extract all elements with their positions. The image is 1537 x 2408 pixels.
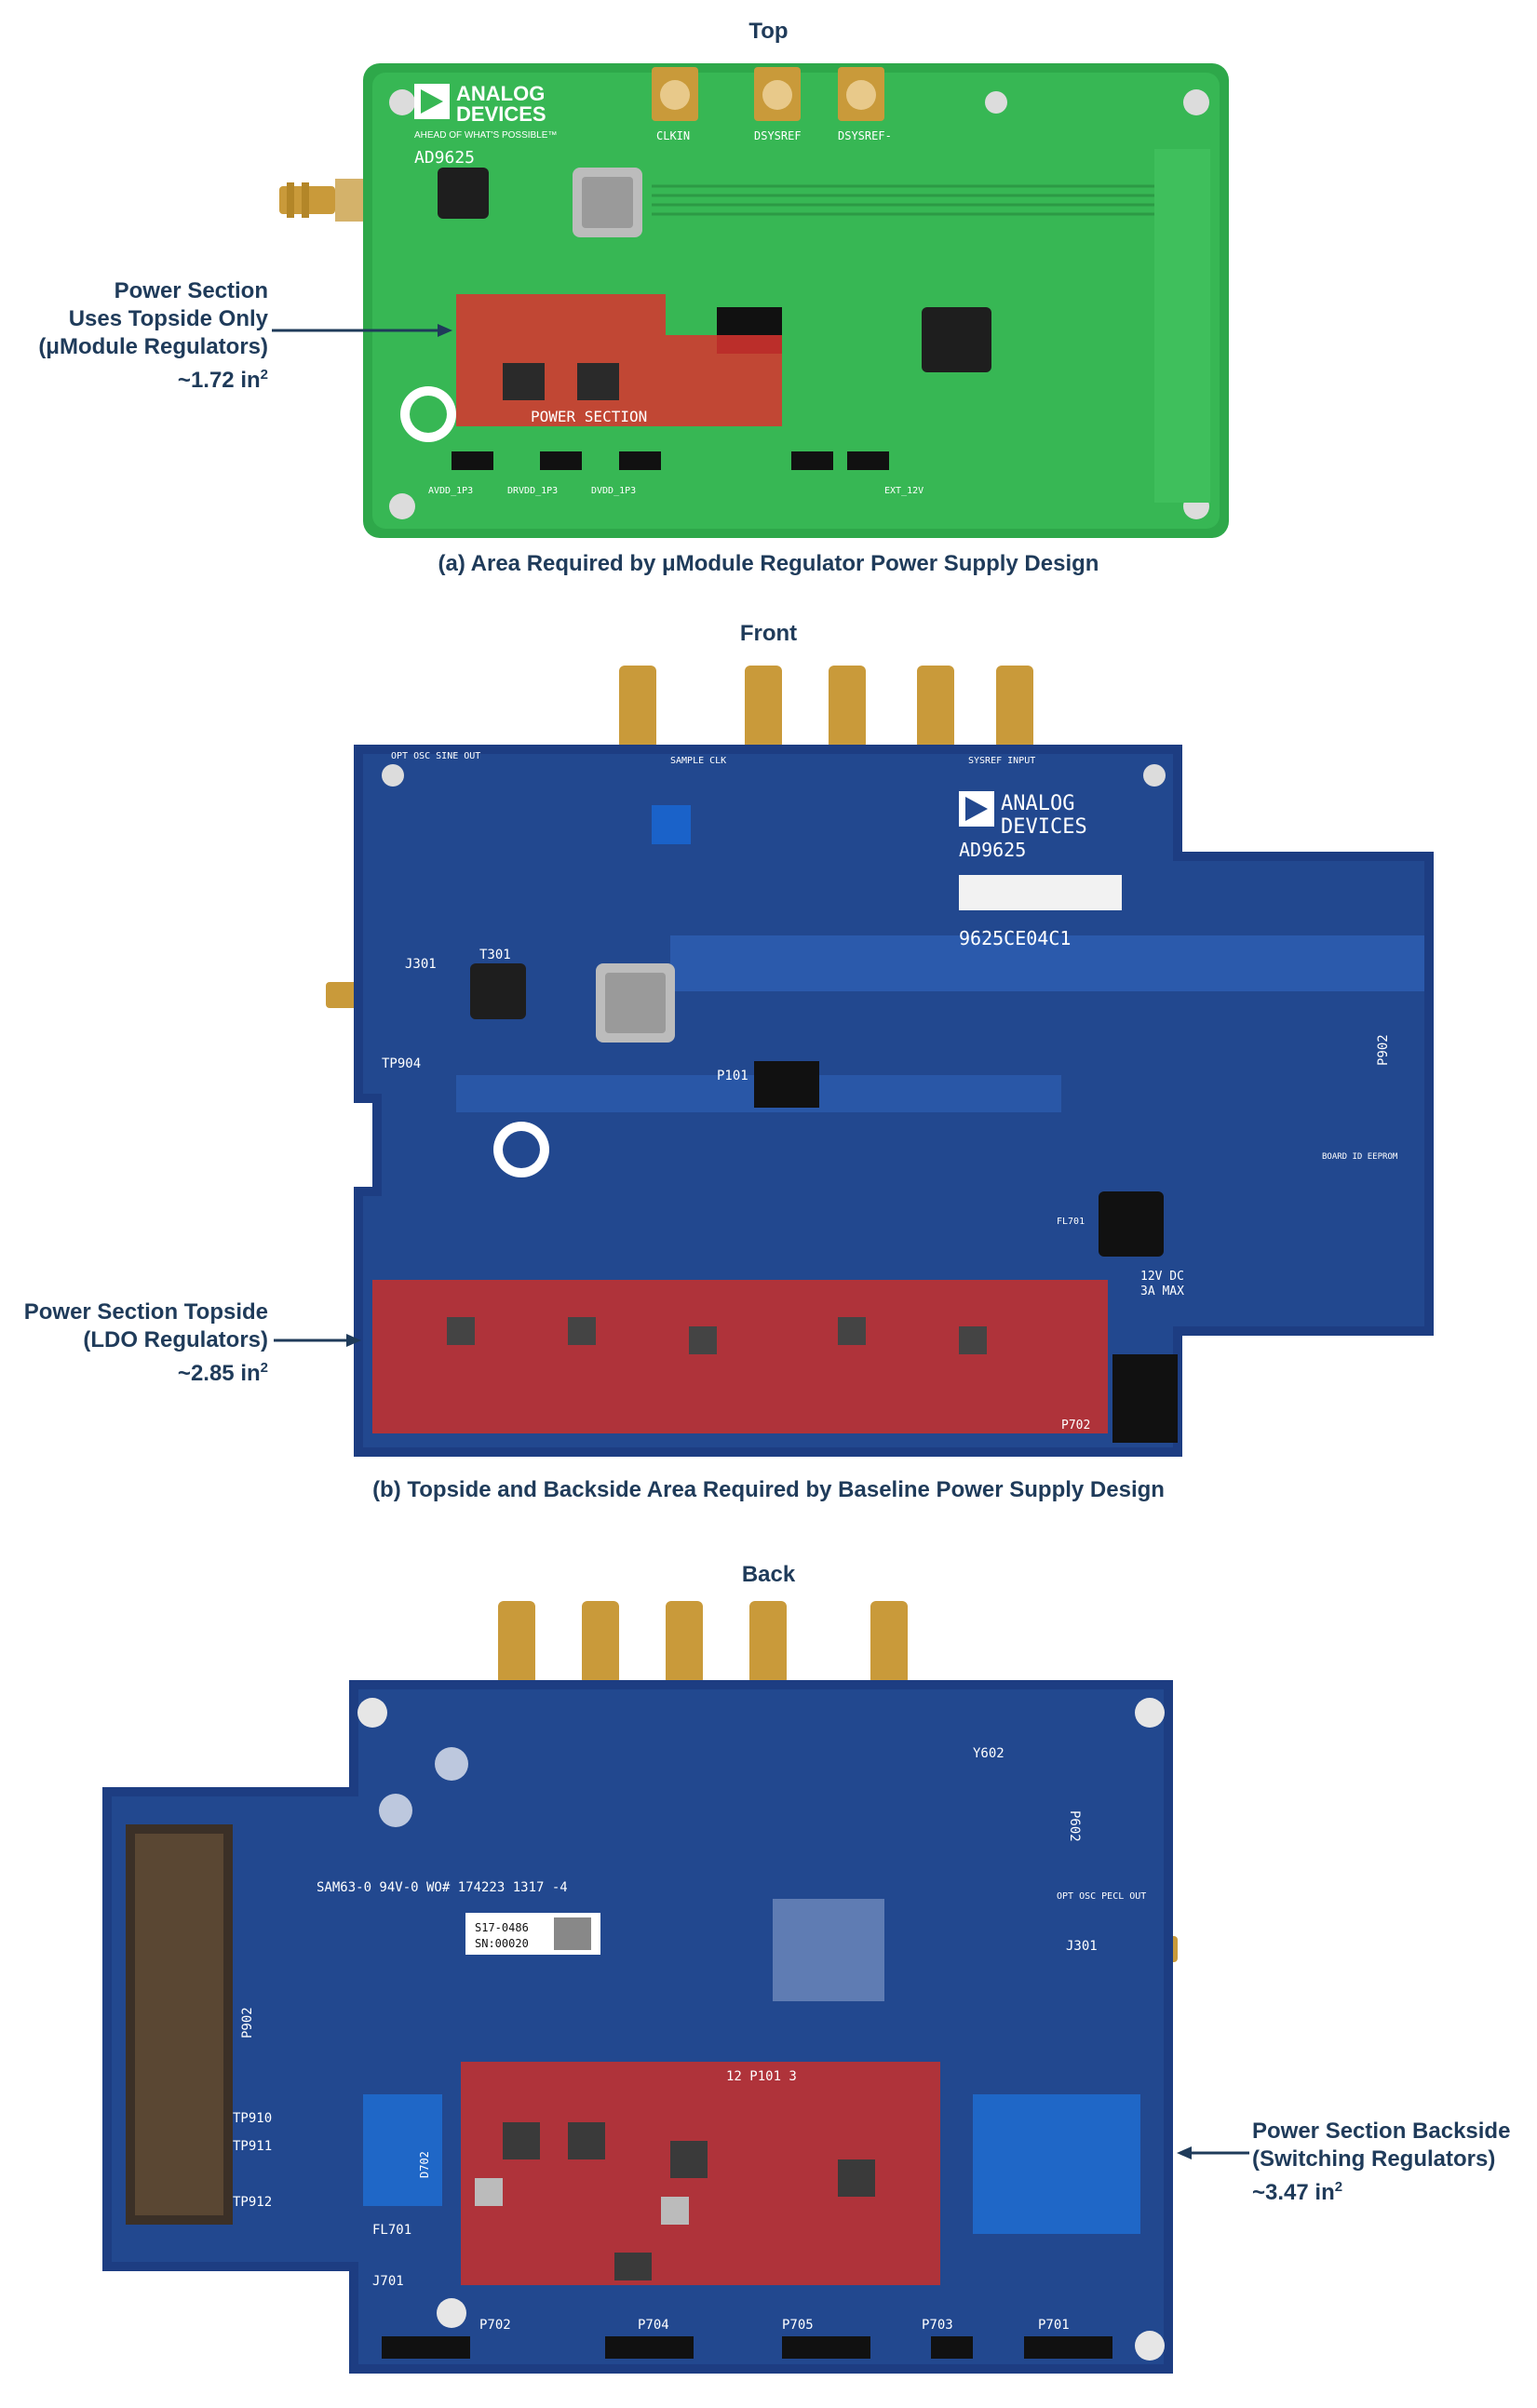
sma-connectors-top-a bbox=[652, 67, 884, 121]
transformer-a bbox=[438, 168, 489, 219]
svg-text:DRVDD_1P3: DRVDD_1P3 bbox=[507, 486, 558, 496]
svg-text:SAMPLE CLK: SAMPLE CLK bbox=[670, 756, 726, 766]
svg-text:P703: P703 bbox=[922, 2318, 953, 2333]
svg-text:SYSREF INPUT: SYSREF INPUT bbox=[968, 756, 1035, 766]
logo-a-line2: DEVICES bbox=[456, 102, 546, 126]
power-section-area-b bbox=[372, 1280, 1108, 1433]
svg-text:12 P101 3: 12 P101 3 bbox=[726, 2069, 797, 2084]
blue-region-left-c bbox=[363, 2094, 442, 2206]
svg-text:OPT OSC PECL OUT: OPT OSC PECL OUT bbox=[1057, 1891, 1146, 1902]
svg-text:TP904: TP904 bbox=[382, 1056, 421, 1071]
oscillator-b bbox=[652, 805, 691, 844]
part-label-a: AD9625 bbox=[414, 148, 475, 168]
silk-line-c: SAM63-0 94V-0 WO# 174223 1317 -4 bbox=[317, 1880, 568, 1895]
clkin-label: CLKIN bbox=[656, 129, 690, 142]
panel-a-caption: (a) Area Required by μModule Regulator P… bbox=[438, 551, 1099, 576]
sma-connectors-top-c bbox=[498, 1601, 908, 1685]
bga-footprint-c bbox=[773, 1899, 884, 2001]
switching-regulators-c bbox=[503, 2122, 875, 2280]
inductor-a bbox=[922, 307, 991, 372]
svg-text:TP911: TP911 bbox=[233, 2139, 272, 2154]
svg-text:12V DC: 12V DC bbox=[1140, 1270, 1184, 1284]
panel-b-heading: Front bbox=[739, 621, 798, 646]
logo-a-line1: ANALOG bbox=[456, 82, 545, 105]
svg-text:BOARD ID EEPROM: BOARD ID EEPROM bbox=[1322, 1152, 1398, 1162]
svg-text:P602: P602 bbox=[1067, 1810, 1082, 1842]
svg-text:D702: D702 bbox=[418, 2151, 431, 2178]
analog-devices-logo-b: ANALOG DEVICES bbox=[959, 791, 1087, 839]
svg-text:P704: P704 bbox=[638, 2318, 669, 2333]
dsysref-minus-label: DSYSREF- bbox=[838, 129, 892, 142]
svg-text:FL701: FL701 bbox=[372, 2223, 411, 2238]
svg-text:FL701: FL701 bbox=[1057, 1217, 1085, 1227]
callout-b-arrow bbox=[274, 1334, 361, 1347]
svg-text:TP910: TP910 bbox=[233, 2111, 272, 2126]
inductor-c2 bbox=[661, 2197, 689, 2225]
ldo-regulators-b bbox=[447, 1317, 987, 1354]
inductor-b bbox=[1099, 1191, 1164, 1257]
svg-text:S17-0486: S17-0486 bbox=[475, 1921, 529, 1934]
part-label-b: AD9625 bbox=[959, 839, 1026, 861]
callout-c: Power Section Backside (Switching Regula… bbox=[1252, 2119, 1511, 2205]
callout-a: Power Section Uses Topside Only (μModule… bbox=[38, 278, 268, 393]
svg-text:P101: P101 bbox=[717, 1069, 748, 1083]
sma-connector-left-a bbox=[279, 179, 369, 222]
callout-a-arrow bbox=[272, 324, 452, 337]
recycle-icon-c1 bbox=[435, 1747, 468, 1781]
board-a-photo: ANALOG DEVICES AHEAD OF WHAT'S POSSIBLE™… bbox=[279, 63, 1229, 538]
panel-a-heading: Top bbox=[748, 19, 789, 44]
via-field-a bbox=[1154, 149, 1210, 503]
analog-devices-logo-a: ANALOG DEVICES AHEAD OF WHAT'S POSSIBLE™ bbox=[414, 82, 557, 141]
logo-b-line2: DEVICES bbox=[1001, 815, 1087, 839]
svg-text:P702: P702 bbox=[1061, 1419, 1090, 1433]
label-sticker-b bbox=[959, 875, 1122, 910]
transformer-b bbox=[470, 963, 526, 1019]
dc-jack-b bbox=[1112, 1354, 1178, 1443]
power-section-silk: POWER SECTION bbox=[531, 408, 647, 425]
blue-region-right-c bbox=[973, 2094, 1140, 2234]
svg-text:J701: J701 bbox=[372, 2274, 404, 2289]
umodule-regulator-1 bbox=[503, 363, 545, 400]
svg-text:DVDD_1P3: DVDD_1P3 bbox=[591, 486, 636, 496]
svg-text:P902: P902 bbox=[240, 2007, 255, 2038]
inductor-c1 bbox=[475, 2178, 503, 2206]
svg-text:P705: P705 bbox=[782, 2318, 814, 2333]
board-b-photo: ANALOG DEVICES AD9625 9625CE04C1 T301 J3… bbox=[326, 666, 1434, 1457]
traces-a bbox=[652, 184, 1210, 216]
sma-connectors-top-b bbox=[619, 666, 1033, 749]
svg-text:P701: P701 bbox=[1038, 2318, 1070, 2333]
pin-header-b bbox=[754, 1061, 819, 1108]
serial-label-b: 9625CE04C1 bbox=[959, 927, 1071, 949]
callout-c-arrow bbox=[1177, 2146, 1249, 2159]
svg-text:Y602: Y602 bbox=[973, 1746, 1004, 1761]
svg-text:T301: T301 bbox=[479, 948, 511, 962]
board-c-photo: P902 TP910 TP911 TP912 SAM63-0 94V-0 WO#… bbox=[102, 1601, 1178, 2374]
recycle-icon-c2 bbox=[379, 1794, 412, 1827]
dsysref-label: DSYSREF bbox=[754, 129, 802, 142]
bottom-jumpers-c bbox=[382, 2336, 1112, 2359]
svg-text:P702: P702 bbox=[479, 2318, 511, 2333]
bottom-jumpers-a bbox=[452, 451, 889, 470]
svg-text:J301: J301 bbox=[405, 957, 437, 972]
svg-text:AVDD_1P3: AVDD_1P3 bbox=[428, 486, 473, 496]
svg-text:EXT_12V: EXT_12V bbox=[884, 486, 924, 496]
logo-b-line1: ANALOG bbox=[1001, 792, 1074, 815]
callout-b: Power Section Topside (LDO Regulators) ~… bbox=[23, 1299, 268, 1386]
svg-text:P902: P902 bbox=[1376, 1034, 1391, 1066]
svg-text:SN:00020: SN:00020 bbox=[475, 1937, 529, 1950]
svg-text:OPT OSC SINE OUT: OPT OSC SINE OUT bbox=[391, 751, 480, 761]
umodule-regulator-2 bbox=[577, 363, 619, 400]
qr-code-c bbox=[554, 1917, 591, 1950]
svg-text:3A MAX: 3A MAX bbox=[1140, 1285, 1184, 1298]
panel-c-heading: Back bbox=[741, 1562, 796, 1587]
svg-text:J301: J301 bbox=[1066, 1939, 1098, 1954]
panel-b-caption: (b) Topside and Backside Area Required b… bbox=[372, 1477, 1165, 1502]
logo-a-tagline: AHEAD OF WHAT'S POSSIBLE™ bbox=[414, 130, 557, 141]
svg-text:TP912: TP912 bbox=[233, 2195, 272, 2210]
